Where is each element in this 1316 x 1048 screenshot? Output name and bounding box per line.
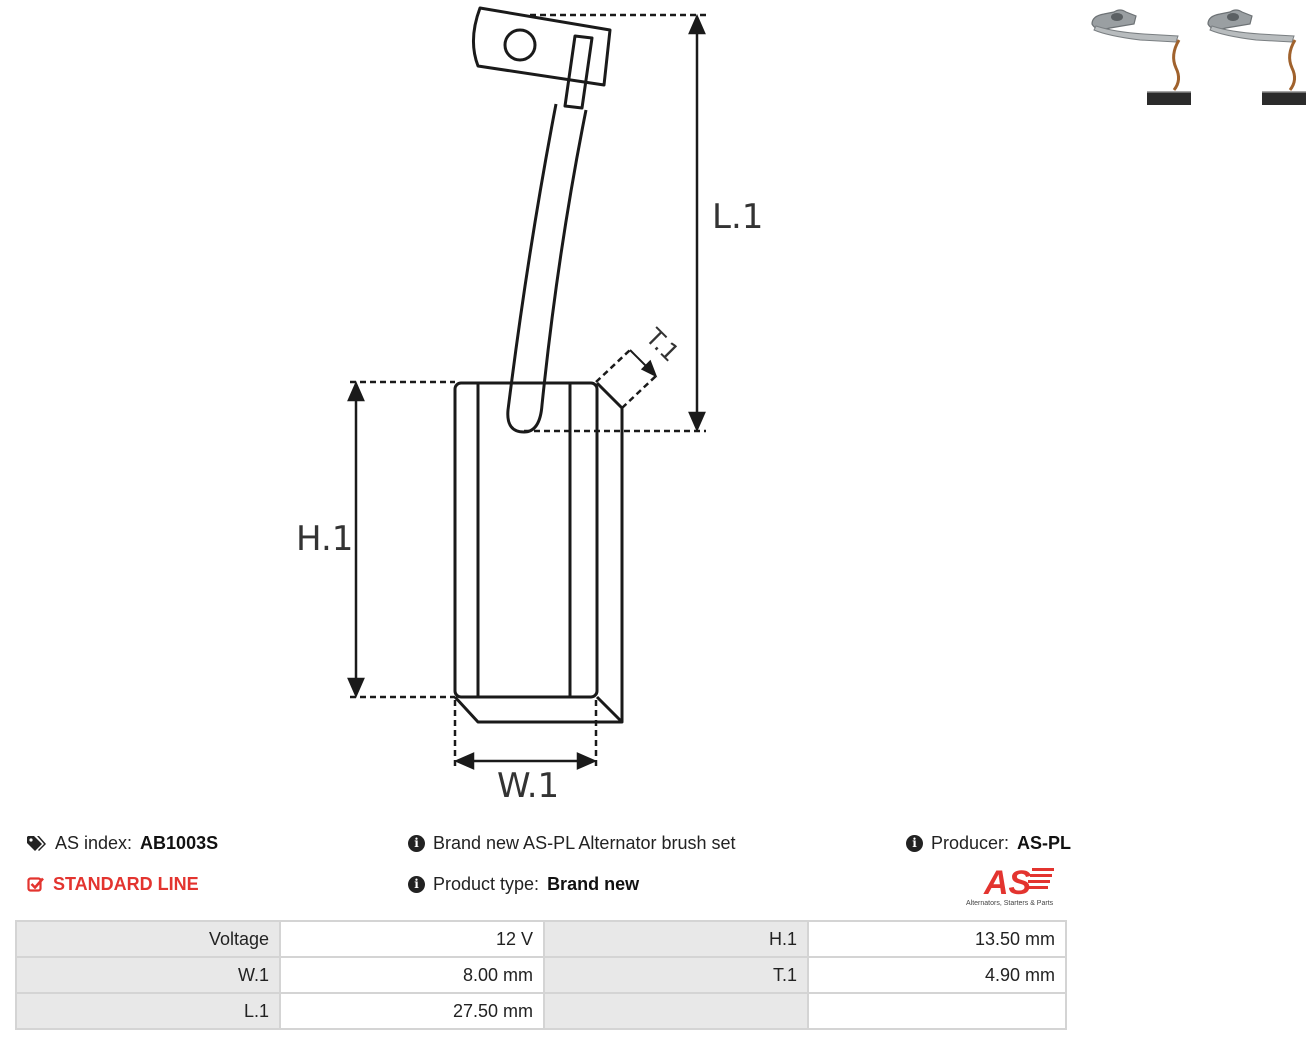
spec-value: 13.50 mm [807,920,1067,958]
table-row: L.1 27.50 mm [15,992,1067,1030]
table-row: Voltage 12 V H.1 13.50 mm [15,920,1067,958]
product-type-label: Product type: [433,874,540,894]
lug-hole [503,28,537,62]
product-type: i Product type: Brand new [408,874,639,895]
spec-label: H.1 [543,920,809,958]
w1-dimension-label: W.1 [497,766,559,806]
spec-label-empty [543,992,809,1030]
as-index-label: AS index: [55,833,133,853]
spec-label: T.1 [543,956,809,994]
product-thumbnail[interactable] [1084,0,1316,110]
as-index-value: AB1003S [140,833,219,853]
info-icon: i [408,876,425,893]
l1-dimension-label: L.1 [712,197,763,237]
product-description: i Brand new AS-PL Alternator brush set [408,833,736,854]
svg-text:Alternators, Starters & Parts: Alternators, Starters & Parts [966,900,1054,907]
spec-value: 27.50 mm [279,992,545,1030]
brush-photo-2 [1207,9,1306,105]
brush-photo-1 [1091,9,1191,105]
brush-side-face [595,381,624,724]
spec-label: W.1 [15,956,281,994]
info-icon: i [408,835,425,852]
specifications-table: Voltage 12 V H.1 13.50 mm W.1 8.00 mm T.… [15,920,1067,1030]
h1-dimension-label: H.1 [296,519,353,559]
crimp-tab [563,34,594,110]
info-icon: i [906,835,923,852]
description-text: Brand new AS-PL Alternator brush set [433,833,736,853]
svg-text:AS: AS [983,864,1032,902]
producer-value: AS-PL [1017,833,1072,853]
brush-technical-drawing: L.1 H.1 W.1 T.1 [296,6,763,806]
spec-value-empty [807,992,1067,1030]
t1-dimension-label: T.1 [640,322,685,367]
spec-value: 12 V [279,920,545,958]
terminal-lug [472,6,612,87]
checkbox-checked-icon [27,876,45,893]
standard-line: STANDARD LINE [27,874,199,895]
spec-label: Voltage [15,920,281,958]
as-pl-logo: AS Alternators, Starters & Parts [966,864,1054,907]
as-index: AS index: AB1003S [27,833,218,854]
table-row: W.1 8.00 mm T.1 4.90 mm [15,956,1067,994]
spec-label: L.1 [15,992,281,1030]
product-type-value: Brand new [547,874,640,894]
standard-line-label: STANDARD LINE [53,874,199,894]
brush-front-face [453,381,599,699]
spec-value: 4.90 mm [807,956,1067,994]
producer-label: Producer: [931,833,1010,853]
brush-bottom-face [453,695,622,724]
tags-icon [27,835,47,852]
spec-value: 8.00 mm [279,956,545,994]
producer: i Producer: AS-PL [906,833,1071,854]
